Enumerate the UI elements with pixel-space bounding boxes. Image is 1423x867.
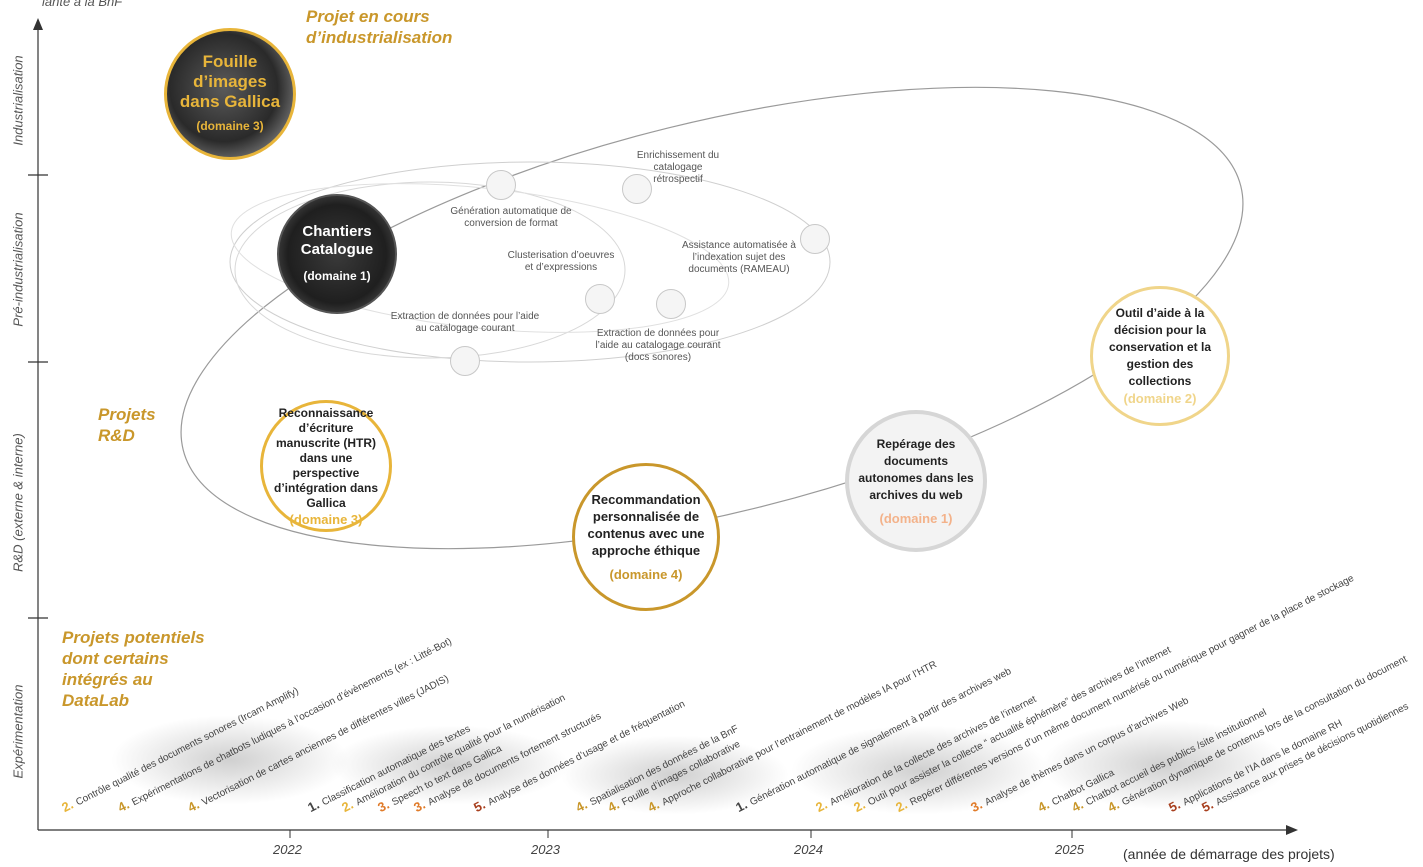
header-fragment: lante à la BnF — [42, 0, 123, 9]
stage-label-pre-industrialisation: Pré-industrialisation — [10, 212, 26, 327]
circle-htr: Reconnaissance d’écriture manuscrite (HT… — [260, 400, 392, 532]
circle-domain: (domaine 4) — [609, 567, 683, 582]
label-assistance: Assistance automatisée à l’indexation su… — [682, 240, 796, 275]
catalogue-node — [656, 289, 686, 319]
circle-title: Fouille d’images dans Gallica — [179, 52, 281, 111]
year-2022: 2022 — [273, 842, 302, 857]
circle-domain: (domaine 1) — [879, 510, 953, 526]
catalogue-node — [486, 170, 516, 200]
stage-label-rd: R&D (externe & interne) — [10, 433, 26, 572]
catalogue-loop-inner — [234, 181, 626, 359]
rd-loop — [180, 86, 1244, 550]
label-extraction-sonores: Extraction de données pour l’aide au cat… — [595, 328, 721, 363]
circle-reperage: Repérage des documents autonomes dans le… — [845, 410, 987, 552]
catalogue-node — [450, 346, 480, 376]
stage-label-experimentation: Expérimentation — [10, 684, 26, 779]
cloud-decoration — [560, 735, 790, 815]
catalogue-node — [585, 284, 615, 314]
label-generation: Génération automatique de conversion de … — [450, 206, 572, 229]
catalogue-node — [800, 224, 830, 254]
catalogue-node — [622, 174, 652, 204]
group-label-potential: Projets potentiels dont certains intégré… — [62, 628, 205, 710]
group-label-industrialisation: Projet en cours d’industrialisation — [306, 7, 453, 47]
x-axis-arrow-icon — [1286, 825, 1298, 835]
label-extraction-courant: Extraction de données pour l’aide au cat… — [390, 311, 540, 334]
x-axis-label: (année de démarrage des projets) — [1123, 846, 1335, 862]
label-clusterisation: Clusterisation d’oeuvres et d’expression… — [507, 250, 615, 273]
cloud-decoration — [330, 725, 570, 805]
circle-fouille-images: Fouille d’images dans Gallica (domaine 3… — [164, 28, 296, 160]
circle-domain: (domaine 3) — [196, 119, 264, 133]
group-label-rd: Projets R&D — [98, 405, 156, 445]
circle-title: Recommandation personnalisée de contenus… — [587, 492, 705, 558]
y-axis-arrow-icon — [33, 18, 43, 30]
cloud-decoration — [1040, 720, 1290, 810]
year-2025: 2025 — [1055, 842, 1084, 857]
circle-domain: (domaine 2) — [1123, 391, 1197, 406]
year-2024: 2024 — [794, 842, 823, 857]
cloud-decoration — [110, 715, 350, 805]
year-2023: 2023 — [531, 842, 560, 857]
cloud-decoration — [790, 725, 1050, 815]
circle-title: Chantiers Catalogue — [300, 223, 374, 258]
circle-recommandation: Recommandation personnalisée de contenus… — [572, 463, 720, 611]
circle-title: Reconnaissance d’écriture manuscrite (HT… — [273, 405, 378, 510]
circle-title: Outil d’aide à la décision pour la conse… — [1108, 306, 1212, 388]
circle-domain: (domaine 3) — [289, 511, 363, 527]
catalogue-loop — [229, 161, 831, 363]
label-enrichissement: Enrichissement du catalogage rétrospecti… — [636, 150, 720, 185]
circle-outil-decision: Outil d’aide à la décision pour la conse… — [1090, 286, 1230, 426]
circle-chantiers-catalogue: Chantiers Catalogue (domaine 1) — [277, 194, 397, 314]
circle-title: Repérage des documents autonomes dans le… — [858, 436, 974, 502]
circle-domain: (domaine 1) — [303, 269, 371, 283]
